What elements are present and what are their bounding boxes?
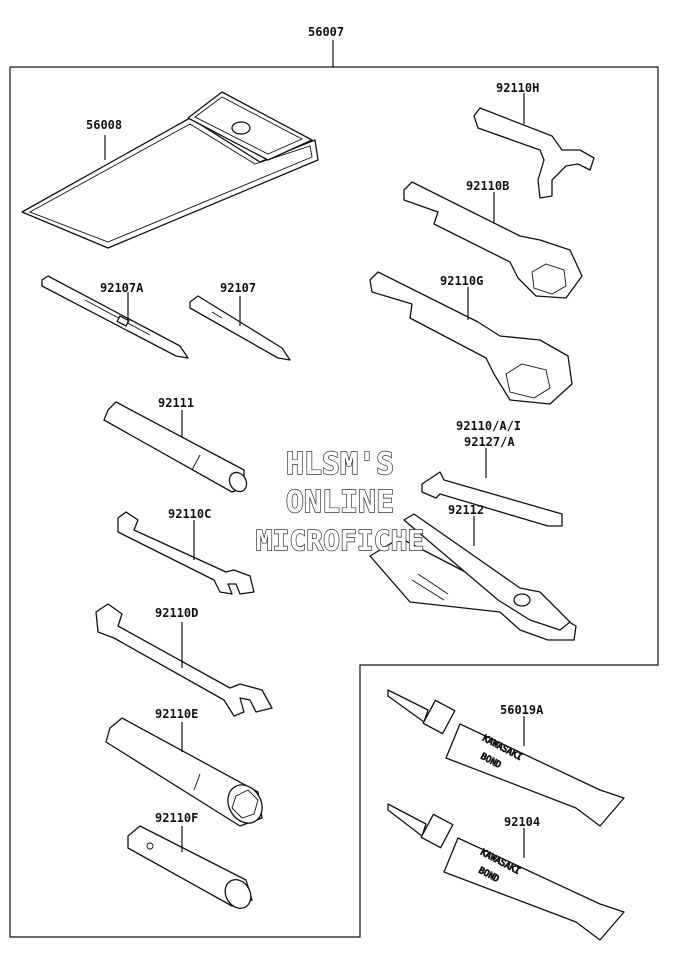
label-92110D: 92110D xyxy=(155,606,198,620)
bond-tube-2-drawing: KAWASAKI BOND xyxy=(387,803,625,941)
label-56019A: 56019A xyxy=(500,703,544,717)
label-92112: 92112 xyxy=(448,503,484,517)
socket-wrench-drawing xyxy=(105,717,263,827)
watermark: HLSM'S ONLINE MICROFICHE xyxy=(255,446,425,557)
screwdriver-dual-drawing xyxy=(41,275,189,359)
label-92107: 92107 xyxy=(220,281,256,295)
watermark-line-1: HLSM'S xyxy=(286,447,394,482)
open-end-wrench-small-drawing xyxy=(117,511,255,595)
pliers-drawing xyxy=(369,513,577,641)
screwdriver-handle-drawing xyxy=(103,401,248,493)
label-92107A: 92107A xyxy=(100,281,144,295)
hex-key-drawing xyxy=(421,471,563,527)
label-92110G: 92110G xyxy=(440,274,483,288)
label-92110H: 92110H xyxy=(496,81,539,95)
label-92110F: 92110F xyxy=(155,811,198,825)
label-92110E: 92110E xyxy=(155,707,198,721)
label-92110-A-I: 92110/A/I xyxy=(456,419,521,433)
box-wrench-large-drawing xyxy=(369,271,573,405)
open-end-wrench-large-drawing xyxy=(95,603,273,717)
assembly-label: 56007 xyxy=(308,25,344,39)
screwdriver-bit-drawing xyxy=(189,295,291,361)
label-92127-A: 92127/A xyxy=(464,435,515,449)
hook-wrench-drawing xyxy=(473,107,595,199)
label-56008: 56008 xyxy=(86,118,122,132)
label-92110C: 92110C xyxy=(168,507,211,521)
label-92110B: 92110B xyxy=(466,179,509,193)
spark-plug-wrench-drawing xyxy=(127,825,253,909)
label-92104: 92104 xyxy=(504,815,540,829)
label-92111: 92111 xyxy=(158,396,194,410)
tool-bag-drawing xyxy=(21,91,319,249)
watermark-line-2: ONLINE xyxy=(286,485,394,520)
box-wrench-drawing xyxy=(403,181,583,299)
assembly-frame xyxy=(9,66,659,938)
watermark-line-3: MICROFICHE xyxy=(256,524,425,557)
